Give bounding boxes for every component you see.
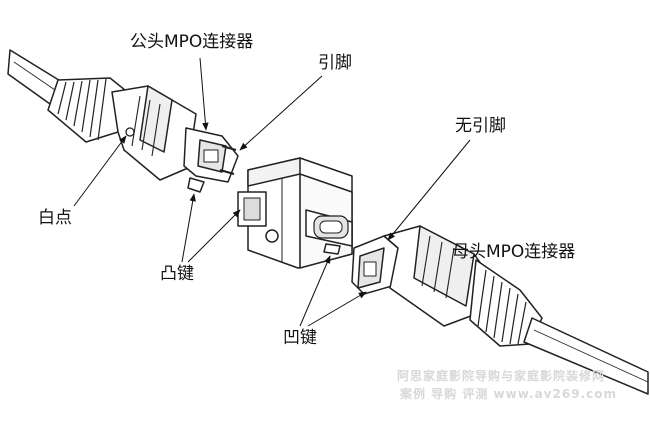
adapter-hole [265,229,279,243]
female-mpo-connector [351,225,649,395]
label-guide-pin: 引脚 [318,53,352,73]
label-white-dot: 白点 [38,208,72,228]
watermark-line-1: 阿思家庭影院导购与家庭影院装修网 [397,369,606,383]
leader-nopin [387,139,471,241]
leader-pin [239,75,323,151]
male-mpo-connector [7,49,239,193]
leader-dot [73,135,127,207]
adapter-key-slot [323,243,341,255]
mpo-adapter [237,157,353,269]
female-cable [523,317,649,395]
label-key-slot: 凹键 [283,328,317,348]
leader-key-2 [187,209,241,263]
leader-slot-2 [307,291,367,327]
leader-key-1 [181,193,196,263]
leader-male [199,57,209,131]
leader-lines [73,57,471,327]
guide-pin-1 [221,145,237,151]
male-key-up [187,177,205,193]
label-key-up: 凸键 [160,264,194,284]
label-male-connector: 公头MPO连接器 [130,32,254,52]
leader-slot-1 [299,255,331,327]
label-no-pin: 无引脚 [455,116,506,136]
watermark-line-2: 案例 导购 评测 www.av269.com [400,387,617,401]
guide-pin-2 [219,169,235,175]
male-white-dot [125,127,135,137]
label-female-connector: 母头MPO连接器 [452,242,576,262]
